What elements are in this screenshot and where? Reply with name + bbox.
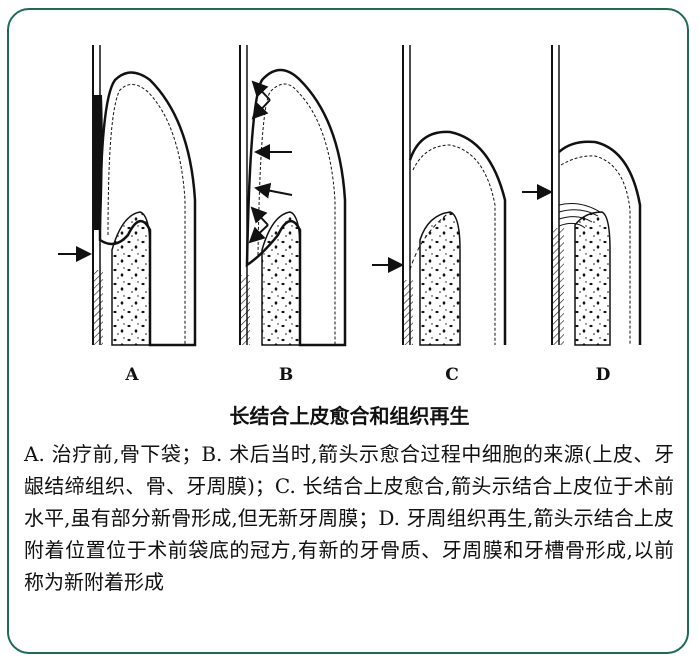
panel-label-c: C [445,365,459,385]
figure-caption: A. 治疗前,骨下袋；B. 术后当时,箭头示愈合过程中细胞的来源(上皮、牙龈结缔… [24,442,674,594]
periodontal-healing-diagram [58,45,642,347]
panel-c-drawing [372,45,507,346]
panel-d-drawing [522,45,642,346]
panel-a-drawing [58,45,197,347]
figure-title: 长结合上皮愈合和组织再生 [229,404,470,428]
panel-label-d: D [595,365,611,385]
panel-label-b: B [278,365,294,385]
panel-label-a: A [125,365,139,385]
panel-b-drawing [239,45,347,347]
